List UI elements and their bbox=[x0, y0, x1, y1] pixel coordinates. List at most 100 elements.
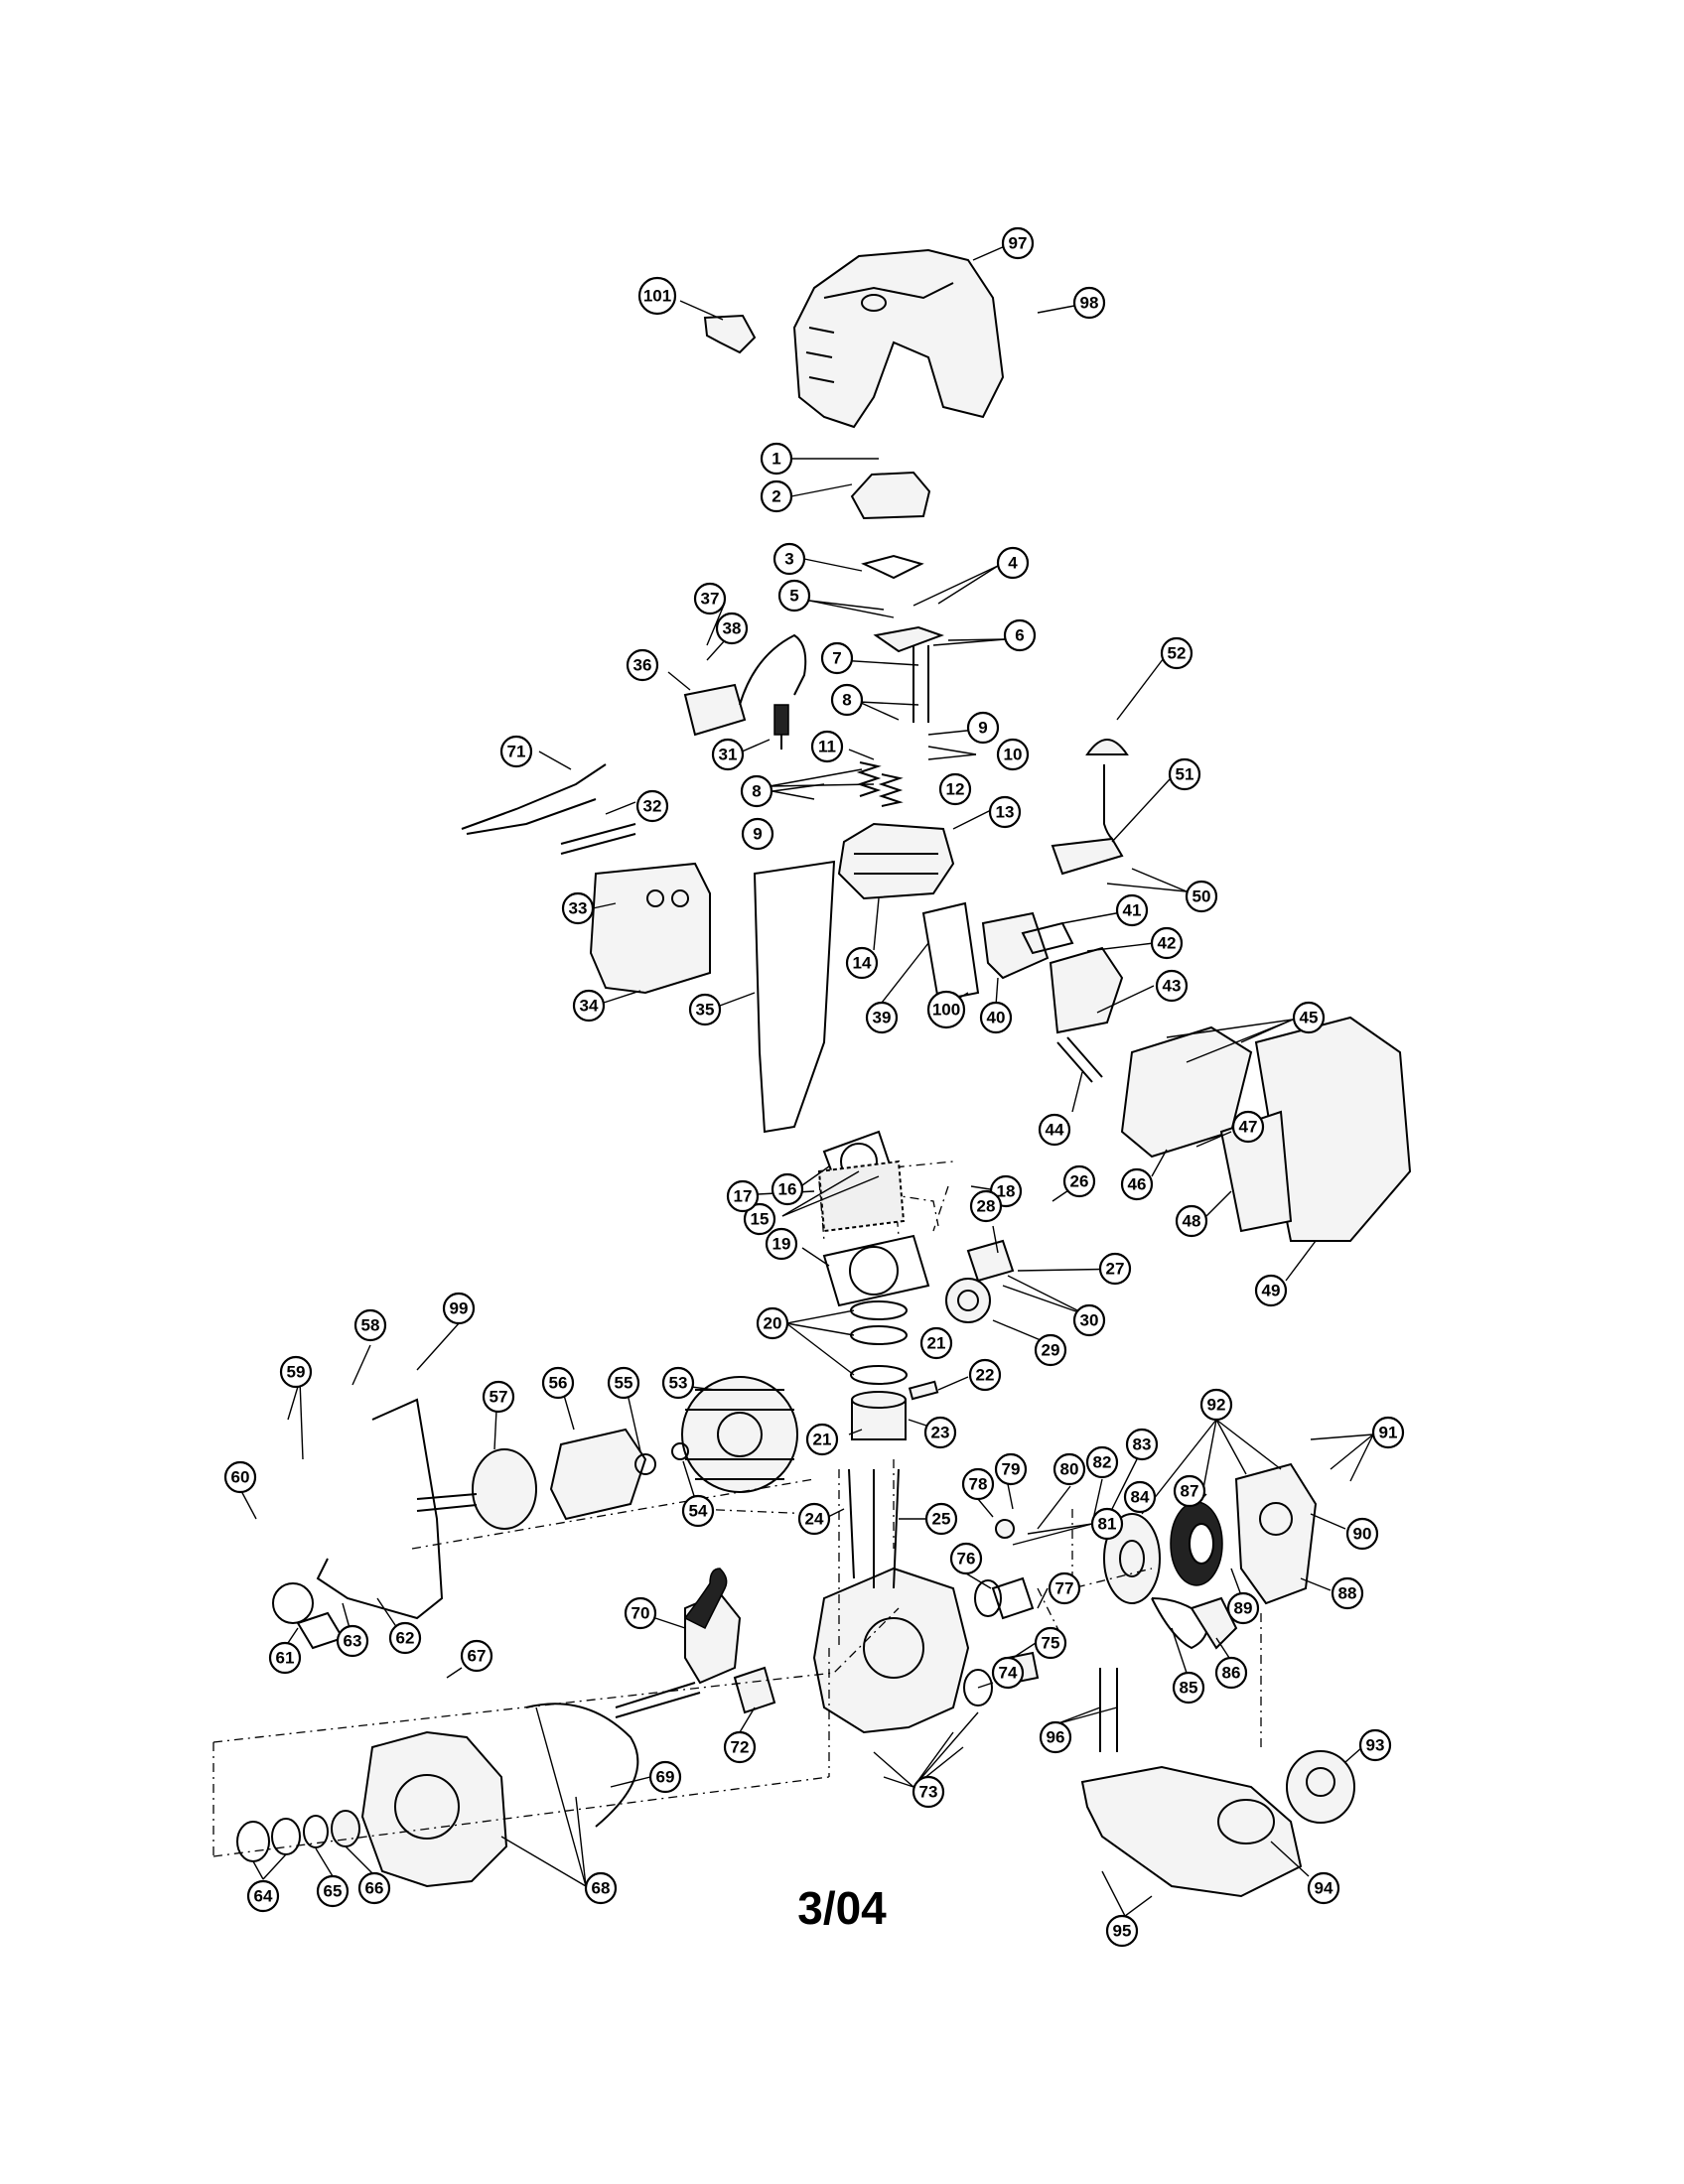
piston-pin bbox=[908, 1380, 939, 1401]
callout-88: 88 bbox=[1331, 1576, 1364, 1610]
callout-101: 101 bbox=[637, 276, 677, 316]
callout-label: 36 bbox=[633, 656, 652, 675]
callout-label: 35 bbox=[696, 1001, 715, 1020]
callout-21: 21 bbox=[919, 1326, 953, 1360]
callout-33: 33 bbox=[561, 891, 595, 925]
callout-label: 55 bbox=[615, 1374, 633, 1393]
callouts: 97 98 101 1 2 3 4 5 6 7 37 38 36 52 8 9 … bbox=[223, 226, 1405, 1948]
callout-label: 98 bbox=[1080, 294, 1099, 313]
timing-gears bbox=[1103, 1501, 1223, 1604]
callout-58: 58 bbox=[353, 1308, 387, 1342]
valve-cover bbox=[850, 471, 931, 580]
callout-9: 9 bbox=[966, 711, 1000, 745]
callout-label: 23 bbox=[931, 1424, 950, 1442]
timing-belt bbox=[1151, 1596, 1238, 1650]
callout-label: 8 bbox=[842, 691, 851, 710]
callout-label: 47 bbox=[1239, 1118, 1258, 1137]
callout-39: 39 bbox=[865, 1001, 899, 1034]
callout-label: 77 bbox=[1055, 1579, 1074, 1598]
callout-label: 75 bbox=[1042, 1634, 1060, 1653]
callout-label: 91 bbox=[1379, 1424, 1398, 1442]
callout-label: 57 bbox=[490, 1388, 508, 1407]
callout-label: 43 bbox=[1163, 977, 1182, 996]
callout-93: 93 bbox=[1358, 1728, 1392, 1762]
callout-label: 22 bbox=[976, 1366, 995, 1385]
callout-label: 21 bbox=[927, 1334, 946, 1353]
callout-16: 16 bbox=[771, 1172, 804, 1206]
callout-99: 99 bbox=[442, 1292, 476, 1325]
callout-29: 29 bbox=[1034, 1333, 1067, 1367]
callout-61: 61 bbox=[268, 1641, 302, 1675]
callout-37: 37 bbox=[693, 582, 727, 615]
callout-label: 9 bbox=[978, 719, 987, 738]
callout-label: 69 bbox=[656, 1768, 675, 1787]
piston bbox=[851, 1391, 907, 1440]
callout-label: 17 bbox=[734, 1187, 753, 1206]
callout-87: 87 bbox=[1173, 1474, 1206, 1508]
clutch-washers bbox=[634, 1442, 689, 1475]
callout-label: 83 bbox=[1133, 1435, 1152, 1454]
callout-label: 1 bbox=[772, 450, 780, 469]
callout-75: 75 bbox=[1034, 1626, 1067, 1660]
timing-cover bbox=[1234, 1462, 1318, 1605]
page-footer-date: 3/04 bbox=[797, 1882, 887, 1934]
callout-label: 48 bbox=[1183, 1212, 1201, 1231]
callout-label: 50 bbox=[1193, 887, 1211, 906]
heat-shield bbox=[753, 860, 836, 1134]
callout-label: 12 bbox=[946, 780, 965, 799]
callout-label: 30 bbox=[1080, 1311, 1099, 1330]
callout-label: 79 bbox=[1002, 1460, 1021, 1479]
callout-label: 85 bbox=[1180, 1679, 1198, 1698]
cam-followers bbox=[945, 1239, 1015, 1323]
callout-label: 94 bbox=[1315, 1879, 1333, 1898]
callout-label: 25 bbox=[932, 1510, 951, 1529]
callout-68: 68 bbox=[584, 1871, 618, 1905]
callout-label: 76 bbox=[957, 1550, 976, 1569]
callout-label: 54 bbox=[689, 1502, 708, 1521]
callout-59: 59 bbox=[279, 1355, 313, 1389]
callout-label: 92 bbox=[1207, 1396, 1226, 1415]
callout-label: 95 bbox=[1113, 1922, 1132, 1941]
callout-23: 23 bbox=[923, 1416, 957, 1449]
flywheel bbox=[681, 1376, 798, 1493]
callout-15: 15 bbox=[743, 1202, 776, 1236]
callout-label: 15 bbox=[751, 1210, 770, 1229]
callout-3: 3 bbox=[772, 542, 806, 576]
callout-label: 26 bbox=[1070, 1172, 1089, 1191]
callout-label: 14 bbox=[853, 954, 872, 973]
callout-27: 27 bbox=[1098, 1252, 1132, 1286]
callout-100: 100 bbox=[926, 990, 966, 1029]
callout-label: 42 bbox=[1158, 934, 1177, 953]
callout-label: 2 bbox=[772, 487, 780, 506]
callout-label: 20 bbox=[764, 1314, 782, 1333]
callout-label: 61 bbox=[276, 1649, 295, 1668]
fuel-primer bbox=[1051, 739, 1129, 876]
callout-label: 39 bbox=[873, 1009, 892, 1027]
callout-20: 20 bbox=[756, 1306, 789, 1340]
callout-label: 49 bbox=[1262, 1282, 1281, 1300]
callout-31: 31 bbox=[711, 738, 745, 771]
callout-label: 32 bbox=[643, 797, 662, 816]
callout-label: 10 bbox=[1004, 746, 1023, 764]
callout-12: 12 bbox=[938, 772, 972, 806]
callout-95: 95 bbox=[1105, 1914, 1139, 1948]
callout-label: 74 bbox=[999, 1664, 1018, 1683]
callout-62: 62 bbox=[388, 1621, 422, 1655]
connecting-rod bbox=[683, 1568, 728, 1630]
callout-47: 47 bbox=[1231, 1110, 1265, 1144]
callout-label: 81 bbox=[1098, 1515, 1117, 1534]
callout-17: 17 bbox=[726, 1179, 760, 1213]
callout-25: 25 bbox=[924, 1502, 958, 1536]
callout-73: 73 bbox=[912, 1775, 945, 1809]
callout-76: 76 bbox=[949, 1542, 983, 1575]
callout-label: 24 bbox=[805, 1510, 824, 1529]
callout-52: 52 bbox=[1160, 636, 1193, 670]
muffler-body bbox=[589, 862, 711, 995]
callout-64: 64 bbox=[246, 1879, 280, 1913]
callout-38: 38 bbox=[715, 612, 749, 645]
callout-label: 38 bbox=[723, 619, 742, 638]
callout-2: 2 bbox=[760, 479, 793, 513]
callout-85: 85 bbox=[1172, 1671, 1205, 1705]
callout-label: 4 bbox=[1008, 554, 1018, 573]
